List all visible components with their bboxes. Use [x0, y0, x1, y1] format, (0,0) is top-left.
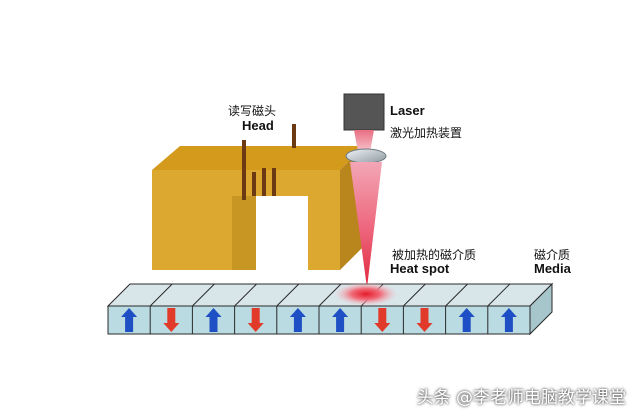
- cell-divider-top: [403, 283, 426, 307]
- media-end-face: [529, 282, 553, 336]
- head-coil: [242, 124, 296, 200]
- media-cell: [121, 308, 138, 332]
- magnetization-up-arrow-icon: [458, 308, 475, 332]
- magnetization-up-arrow-icon: [289, 308, 306, 332]
- media-cell: [234, 283, 264, 334]
- head-lead-right: [292, 124, 296, 148]
- magnetic-media: [106, 282, 554, 336]
- laser-assembly: [343, 93, 387, 288]
- laser-label-en: Laser: [390, 103, 425, 118]
- cell-divider-top: [318, 283, 342, 307]
- media-label-cn: 磁介质: [534, 248, 571, 262]
- cell-divider-top: [234, 283, 257, 307]
- laser-box: [343, 93, 385, 131]
- heat-spot-label-en: Heat spot: [390, 261, 450, 276]
- coil-winding: [272, 168, 276, 196]
- laser-label-cn: 激光加热装置: [390, 126, 463, 140]
- focus-lens: [345, 148, 387, 164]
- magnetization-down-arrow-icon: [163, 308, 180, 332]
- media-cell: [445, 283, 475, 334]
- laser-beam-lower: [350, 162, 382, 288]
- head-lead-left: [242, 140, 246, 200]
- media-cell: [191, 283, 222, 334]
- magnetization-up-arrow-icon: [205, 308, 222, 332]
- media-cell: [402, 283, 433, 334]
- media-label-en: Media: [534, 261, 571, 276]
- head-gap-shadow: [232, 196, 256, 270]
- magnetization-down-arrow-icon: [416, 308, 433, 332]
- heat-spot-label-cn: 被加热的磁介质: [392, 248, 477, 262]
- cell-divider-top: [276, 283, 300, 307]
- media-cell: [318, 283, 349, 334]
- magnetization-up-arrow-icon: [121, 308, 138, 332]
- magnetization-up-arrow-icon: [500, 308, 517, 332]
- head-label-cn: 读写磁头: [228, 104, 277, 118]
- cell-divider-top: [192, 283, 215, 307]
- media-cell: [149, 283, 180, 334]
- magnetization-down-arrow-icon: [374, 308, 391, 332]
- media-cell: [487, 283, 517, 334]
- heat-spot: [334, 282, 398, 306]
- magnetization-down-arrow-icon: [247, 308, 264, 332]
- cell-divider-top: [487, 283, 511, 307]
- cell-divider-top: [149, 283, 173, 307]
- magnetization-up-arrow-icon: [332, 308, 349, 332]
- head-label-en: Head: [242, 118, 274, 133]
- watermark: 头条 @李老师电脑教学课堂: [416, 388, 626, 408]
- laser-beam-upper: [354, 130, 374, 152]
- coil-winding: [262, 168, 266, 196]
- write-head: [152, 146, 364, 270]
- head-top-face: [152, 146, 364, 170]
- coil-winding: [252, 172, 256, 196]
- media-cell: [276, 283, 306, 334]
- cell-divider-top: [445, 283, 468, 307]
